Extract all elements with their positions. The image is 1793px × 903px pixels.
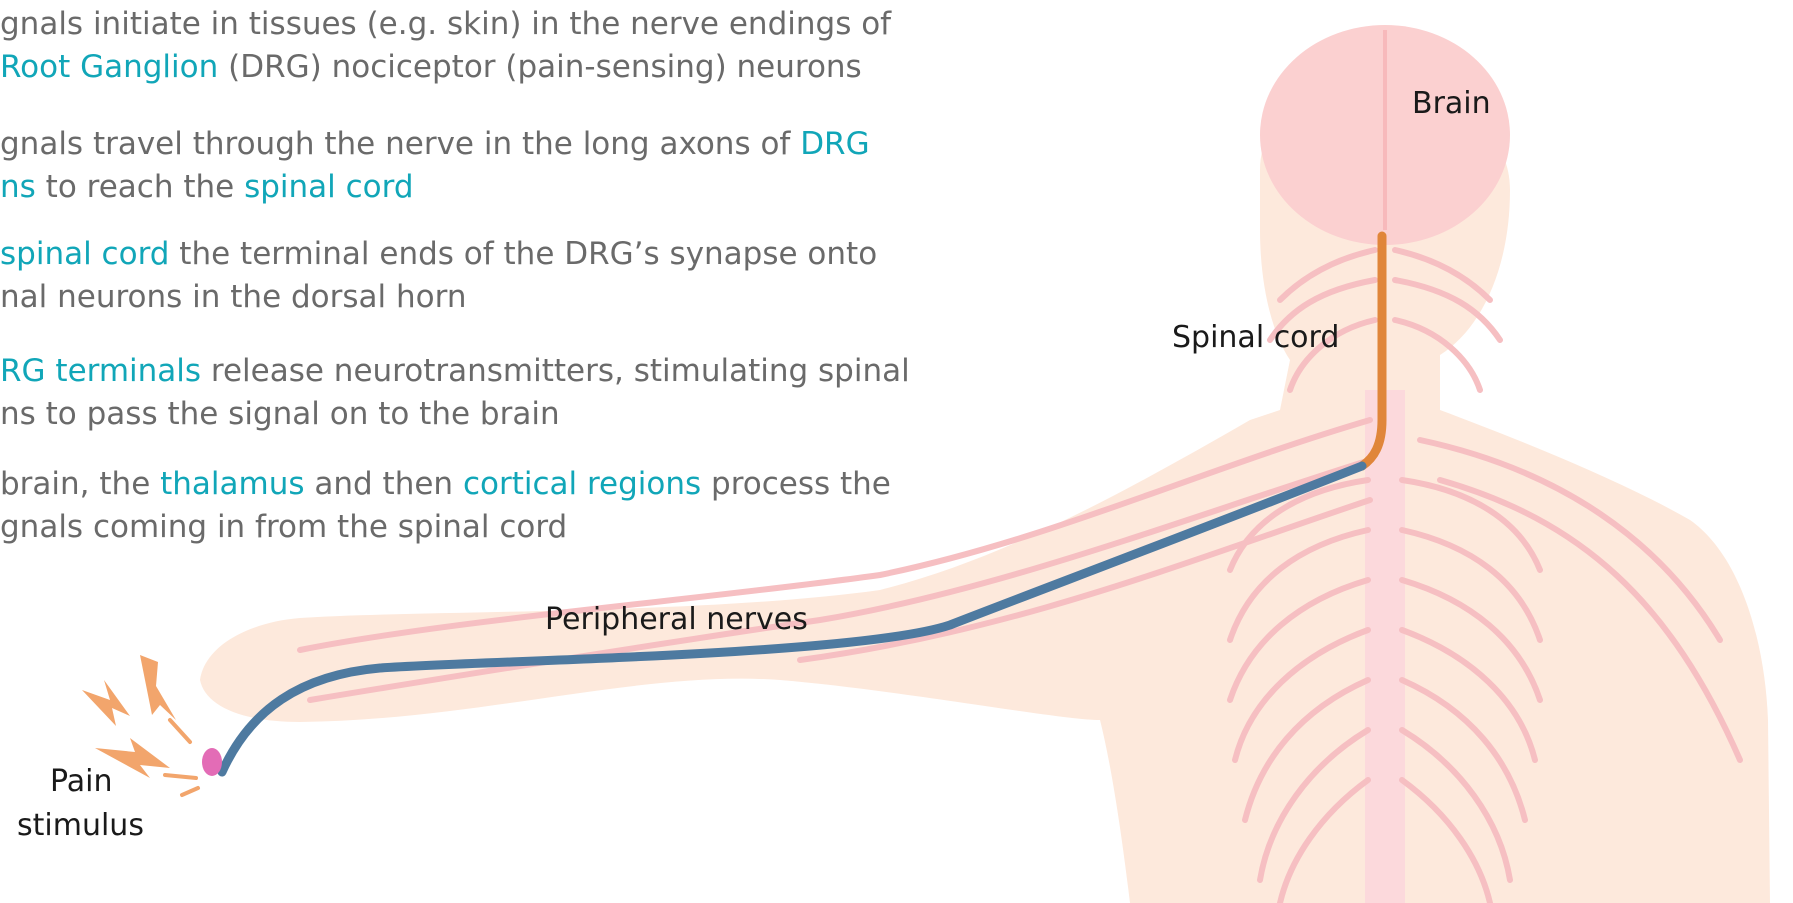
pain-stimulus-label-line1: Pain bbox=[50, 762, 112, 802]
spinal-cord-label: Spinal cord bbox=[1172, 318, 1339, 358]
step-line: nal neurons in the dorsal horn bbox=[0, 276, 1000, 319]
highlighted-term: cortical regions bbox=[463, 466, 701, 502]
step-line: Root Ganglion (DRG) nociceptor (pain-sen… bbox=[0, 46, 1000, 89]
step-4-neurotransmitters: RG terminals release neurotransmitters, … bbox=[0, 350, 1000, 436]
step-text: nal neurons in the dorsal horn bbox=[0, 279, 466, 315]
step-3-synapse-spinal-cord: spinal cord the terminal ends of the DRG… bbox=[0, 233, 1000, 319]
highlighted-term: ns bbox=[0, 169, 36, 205]
step-line: ns to reach the spinal cord bbox=[0, 166, 1000, 209]
step-line: gnals coming in from the spinal cord bbox=[0, 506, 1000, 549]
highlighted-term: DRG bbox=[800, 126, 869, 162]
spine-column bbox=[1365, 390, 1405, 903]
step-text: the terminal ends of the DRG’s synapse o… bbox=[169, 236, 877, 272]
pain-stimulus-label-line2: stimulus bbox=[17, 806, 144, 846]
lightning-bolt-icon bbox=[82, 680, 130, 726]
step-5-brain-processing: brain, the thalamus and then cortical re… bbox=[0, 463, 1000, 549]
step-1-signals-initiate: gnals initiate in tissues (e.g. skin) in… bbox=[0, 3, 1000, 89]
step-text: gnals travel through the nerve in the lo… bbox=[0, 126, 800, 162]
step-text: process the bbox=[701, 466, 891, 502]
step-line: RG terminals release neurotransmitters, … bbox=[0, 350, 1000, 393]
pain-dashes bbox=[165, 720, 198, 795]
step-line: ns to pass the signal on to the brain bbox=[0, 393, 1000, 436]
step-text: to reach the bbox=[36, 169, 244, 205]
step-text: brain, the bbox=[0, 466, 160, 502]
step-2-signals-travel: gnals travel through the nerve in the lo… bbox=[0, 123, 1000, 209]
step-text: (DRG) nociceptor (pain-sensing) neurons bbox=[218, 49, 861, 85]
step-line: gnals travel through the nerve in the lo… bbox=[0, 123, 1000, 166]
step-line: gnals initiate in tissues (e.g. skin) in… bbox=[0, 3, 1000, 46]
pain-spot bbox=[202, 748, 222, 776]
pain-bolt-icons bbox=[82, 655, 176, 778]
step-text: and then bbox=[305, 466, 463, 502]
highlighted-term: RG terminals bbox=[0, 353, 201, 389]
step-line: spinal cord the terminal ends of the DRG… bbox=[0, 233, 1000, 276]
highlighted-term: thalamus bbox=[160, 466, 304, 502]
step-line: brain, the thalamus and then cortical re… bbox=[0, 463, 1000, 506]
brain-label: Brain bbox=[1412, 84, 1491, 124]
step-text: ns to pass the signal on to the brain bbox=[0, 396, 560, 432]
step-text: gnals initiate in tissues (e.g. skin) in… bbox=[0, 6, 891, 42]
highlighted-term: spinal cord bbox=[244, 169, 413, 205]
peripheral-nerves-label: Peripheral nerves bbox=[545, 600, 808, 640]
step-text: gnals coming in from the spinal cord bbox=[0, 509, 567, 545]
highlighted-term: spinal cord bbox=[0, 236, 169, 272]
step-text: release neurotransmitters, stimulating s… bbox=[201, 353, 910, 389]
highlighted-term: Root Ganglion bbox=[0, 49, 218, 85]
lightning-bolt-icon bbox=[140, 655, 176, 720]
